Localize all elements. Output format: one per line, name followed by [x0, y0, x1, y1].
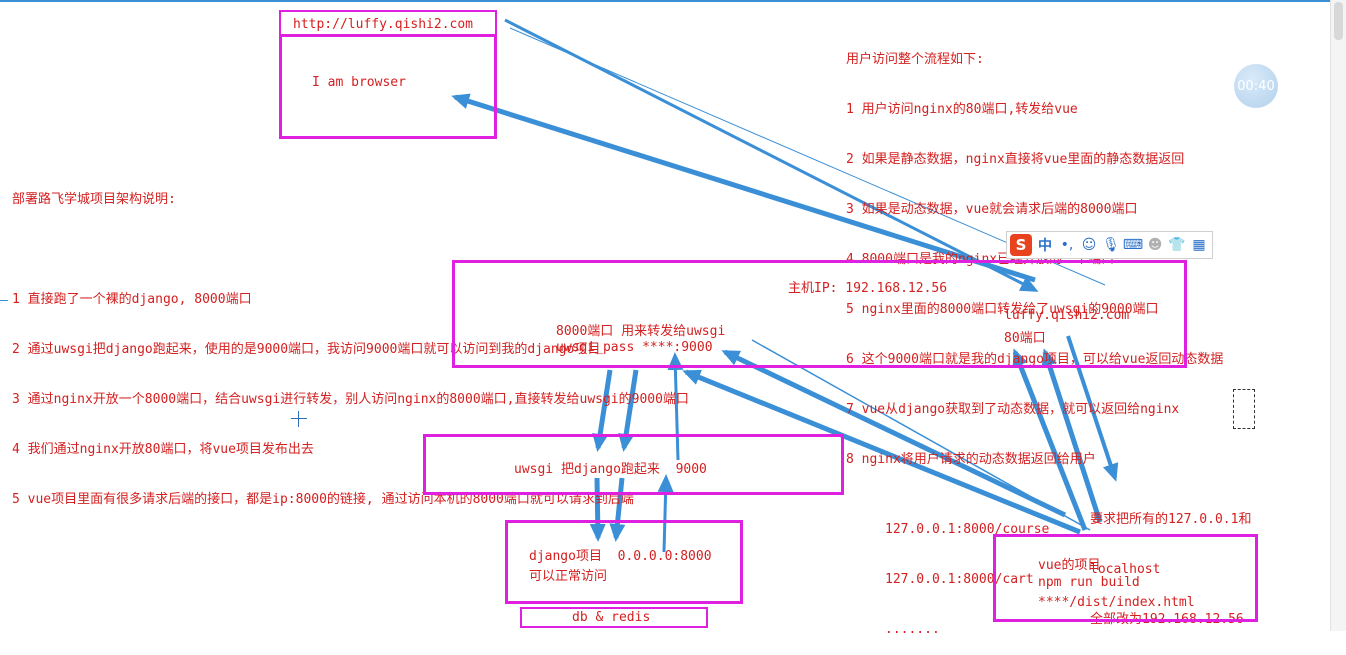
architecture-notes-title: 部署路飞学城项目架构说明: [12, 192, 176, 207]
sogou-logo-icon[interactable]: S [1010, 234, 1032, 256]
browser-label: I am browser [312, 75, 406, 90]
arrow-browser-to-domain [504, 18, 1039, 292]
nginx-8000-forward: 8000端口 用来转发给uwsgi [556, 324, 726, 339]
keyboard-icon[interactable]: ⌨ [1122, 237, 1144, 253]
arrow-domain-to-browser [451, 93, 1036, 283]
flow-note-item: 3 如果是动态数据，vue就会请求后端的8000端口 [846, 202, 1138, 217]
left-guide-mark [0, 300, 8, 301]
scrollbar-thumb[interactable] [1334, 2, 1343, 40]
api-url-ellipsis: ....... [885, 622, 940, 637]
browser-box: I am browser [279, 34, 497, 139]
arrow-vue-to-domain-a [1012, 348, 1088, 531]
vue-dist-path: ****/dist/index.html [1038, 595, 1195, 610]
vertical-scrollbar[interactable] [1330, 0, 1346, 631]
microphone-icon[interactable]: 🎙 [1102, 237, 1120, 253]
architecture-note-item: 4 我们通过nginx开放80端口，将vue项目发布出去 [12, 442, 314, 457]
api-url-item: 127.0.0.1:8000/course [885, 522, 1050, 537]
architecture-note-item: 3 通过nginx开放一个8000端口，结合uwsgi进行转发，别人访问ngin… [12, 392, 689, 407]
requirement-line: localhost [1090, 562, 1161, 577]
skin-icon[interactable]: 👕 [1168, 237, 1186, 253]
arrow-vue-to-domain-b [1041, 348, 1103, 523]
api-url-item: 127.0.0.1:8000/cart [885, 572, 1034, 587]
user-icon[interactable]: ☻ [1147, 237, 1163, 253]
requirement-line: 要求把所有的127.0.0.1和 [1090, 512, 1252, 527]
django-box: django项目 0.0.0.0:8000 可以正常访问 [505, 520, 743, 604]
vue-build-command: npm run build [1038, 575, 1140, 590]
arrow-uwsgi-to-nginx [667, 352, 684, 461]
nginx-uwsgi-pass: uwsgi_pass ****:9000 [556, 340, 713, 355]
browser-url-box: http://luffy.qishi2.com [279, 10, 497, 36]
arrow-domain-to-vue [1066, 335, 1119, 482]
api-urls: 127.0.0.1:8000/course 127.0.0.1:8000/car… [885, 490, 1049, 655]
flow-notes-title: 用户访问整个流程如下: [846, 52, 984, 67]
recording-timer[interactable]: 00:40 [1234, 64, 1278, 108]
architecture-note-item: 5 vue项目里面有很多请求后端的接口，都是ip:8000的链接, 通过访问本机… [12, 492, 634, 507]
architecture-note-item: 1 直接跑了一个裸的django, 8000端口 [12, 292, 252, 307]
arrow-thin-nginx-to-vue [751, 339, 1091, 531]
arrow-django-to-uwsgi [657, 474, 674, 553]
crosshair-cursor-icon [291, 411, 307, 427]
architecture-notes: 部署路飞学城项目架构说明: 1 直接跑了一个裸的django, 8000端口 2… [12, 160, 689, 525]
uwsgi-box: uwsgi 把django跑起来 9000 [423, 434, 844, 495]
ime-language-toggle[interactable]: 中 [1038, 238, 1052, 254]
vue-title: vue的项目 [1038, 558, 1101, 573]
flow-note-item: 6 这个9000端口就是我的django项目，可以给vue返回动态数据 [846, 352, 1224, 367]
host-ip: 主机IP: 192.168.12.56 [788, 281, 948, 296]
punctuation-icon[interactable]: •, [1060, 237, 1074, 253]
flow-note-item: 5 nginx里面的8000端口转发给了uwsgi的9000端口 [846, 302, 1159, 317]
flow-note-item: 8 nginx将用户请求的动态数据返回给用户 [846, 452, 1096, 467]
flow-arrows [451, 18, 1119, 553]
django-status: 可以正常访问 [529, 569, 608, 584]
flow-note-item: 1 用户访问nginx的80端口,转发给vue [846, 102, 1078, 117]
emoji-icon[interactable]: ☺ [1081, 237, 1097, 253]
host-port-80: 80端口 [1004, 331, 1046, 346]
spacer [12, 240, 689, 260]
arrow-uwsgi-to-django-a [589, 477, 606, 542]
host-domain: luffy.qishi2.com [1004, 308, 1130, 323]
db-redis-label: db & redis [572, 610, 651, 625]
ime-toolbar[interactable]: S 中 •, ☺ 🎙 ⌨ ☻ 👕 ▦ [1006, 231, 1213, 259]
flow-note-item: 7 vue从django获取到了动态数据，就可以返回给nginx [846, 402, 1180, 417]
selection-marquee [1233, 389, 1255, 429]
arrow-uwsgi-to-django-b [609, 477, 626, 542]
arrow-thin-diagonal [509, 27, 1106, 286]
top-guide-line [0, 0, 1346, 2]
db-redis-box: db & redis [520, 607, 708, 628]
django-address: django项目 0.0.0.0:8000 [529, 549, 712, 564]
flow-note-item: 2 如果是静态数据，nginx直接将vue里面的静态数据返回 [846, 152, 1185, 167]
architecture-note-item: 2 通过uwsgi把django跑起来，使用的是9000端口，我访问9000端口… [12, 342, 601, 357]
browser-url: http://luffy.qishi2.com [293, 17, 474, 32]
uwsgi-label: uwsgi 把django跑起来 9000 [514, 462, 707, 477]
arrow-vue-to-nginx-8000-a [721, 349, 1067, 518]
arrow-vue-to-nginx-8000-b [682, 369, 1081, 535]
host-box: 主机IP: 192.168.12.56 8000端口 用来转发给uwsgi uw… [452, 260, 1187, 368]
toolbox-icon[interactable]: ▦ [1192, 237, 1206, 253]
vue-box: vue的项目 npm run build ****/dist/index.htm… [993, 534, 1258, 622]
